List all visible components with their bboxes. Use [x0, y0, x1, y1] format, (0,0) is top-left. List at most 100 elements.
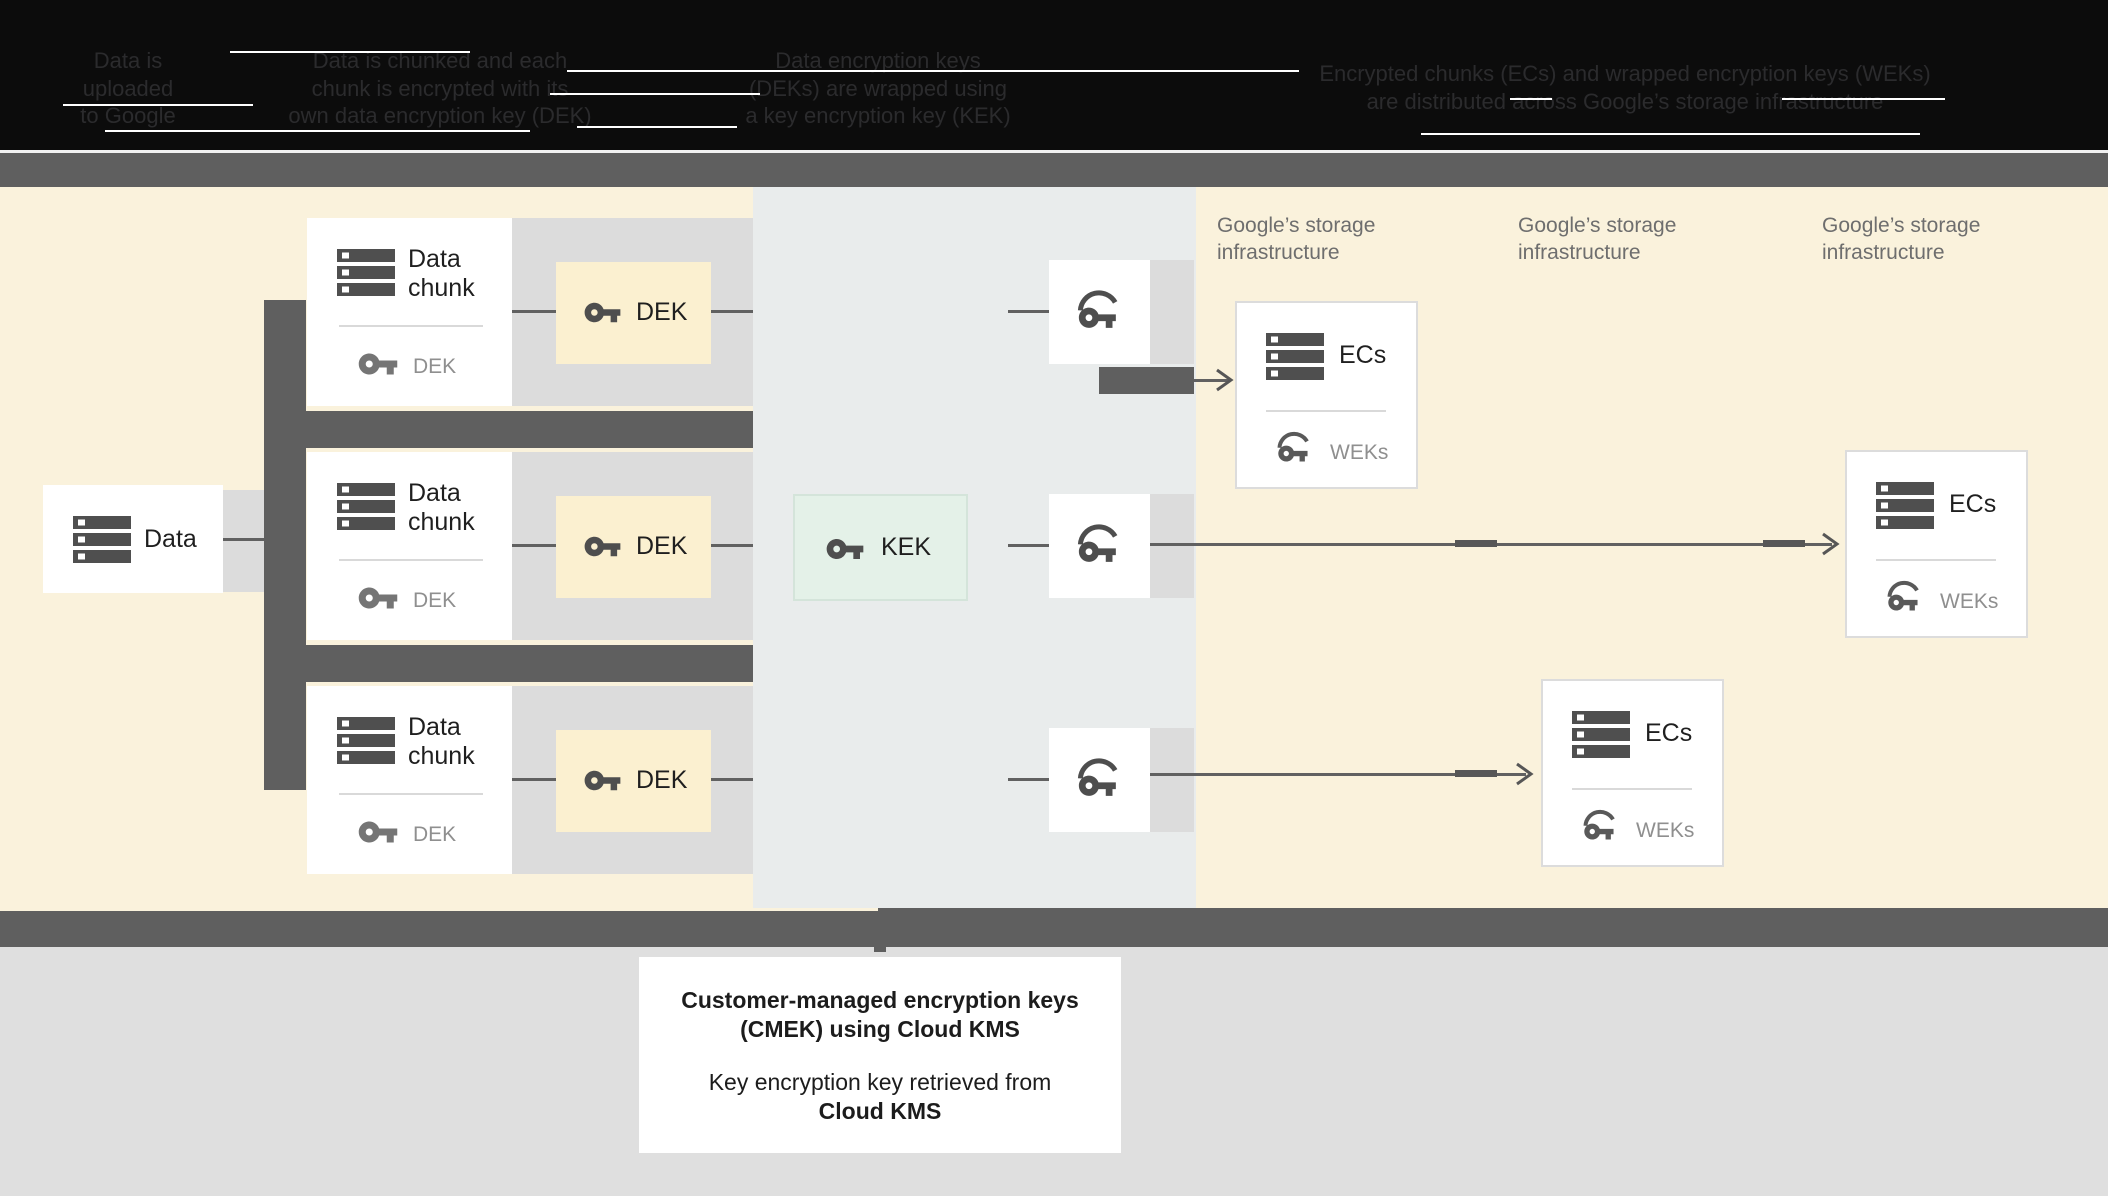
connector-line — [512, 310, 556, 313]
top-gray-band — [0, 153, 2108, 187]
chunk-flow-bar — [264, 645, 753, 682]
dek-box: DEK — [556, 262, 711, 364]
wrapped-key-box — [1049, 494, 1150, 598]
wrapped-key-strip — [1150, 260, 1194, 364]
arrow-dash — [1455, 770, 1497, 777]
ecs-title: ECs — [1949, 490, 1997, 518]
data-chunk-box: Data chunk DEK — [307, 218, 512, 406]
dek-small-label: DEK — [413, 823, 457, 846]
dek-small-label: DEK — [413, 355, 457, 378]
ecs-title: ECs — [1339, 341, 1387, 369]
ec-divider — [1266, 410, 1386, 412]
connector-line — [1008, 310, 1049, 313]
storage-stack-icon — [1266, 332, 1324, 381]
wrapped-key-icon — [1581, 808, 1621, 846]
kms-band — [0, 908, 2108, 947]
arrow-head-icon — [1822, 532, 1840, 556]
chunk-divider — [339, 793, 483, 795]
data-chunk-box: Data chunk DEK — [307, 686, 512, 874]
thick-flow-bar — [1099, 367, 1194, 394]
kek-caption-text: Key encryption key retrieved from — [708, 1069, 1052, 1095]
connector-line — [711, 544, 753, 547]
header-step-4: Encrypted chunks (ECs) and wrapped encry… — [1319, 61, 1931, 114]
underline-artifact — [577, 126, 737, 128]
kek-box: KEK — [793, 494, 968, 601]
storage-stack-icon — [337, 248, 395, 297]
weks-label: WEKs — [1330, 441, 1389, 464]
ec-box: ECs WEKs — [1541, 679, 1724, 867]
key-icon — [357, 586, 399, 610]
arrow-line — [1150, 773, 1526, 776]
header-step-3: Data encryption keys (DEKs) are wrapped … — [745, 48, 1011, 128]
dek-small-label: DEK — [413, 589, 457, 612]
key-icon — [825, 537, 865, 561]
underline-artifact — [1421, 133, 1920, 135]
ecs-title: ECs — [1645, 719, 1693, 747]
weks-label: WEKs — [1940, 590, 1999, 613]
trunk-bar — [264, 300, 306, 790]
ec-box: ECs WEKs — [1235, 301, 1418, 489]
data-box: Data — [43, 485, 223, 593]
storage-stack-icon — [1572, 710, 1630, 759]
storage-stack-icon — [337, 716, 395, 765]
dek-label: DEK — [636, 532, 688, 560]
connector-line — [711, 310, 753, 313]
underline-artifact — [567, 70, 1299, 72]
storage-infrastructure-label: Google’s storage infrastructure — [1518, 214, 1677, 264]
storage-stack-icon — [73, 516, 131, 563]
underline-artifact — [550, 93, 760, 95]
arrow-head-icon — [1516, 762, 1534, 786]
header-divider — [0, 150, 2108, 153]
wrapped-key-icon — [1075, 288, 1125, 336]
connector-line — [711, 778, 753, 781]
storage-infrastructure-label: Google’s storage infrastructure — [1822, 214, 1981, 264]
arrow-dash — [1455, 540, 1497, 547]
key-icon — [357, 820, 399, 844]
key-icon — [357, 352, 399, 376]
data-connector-line — [223, 538, 264, 541]
wrapped-key-box — [1049, 260, 1150, 364]
kek-caption: Key encryption key retrieved from Cloud … — [639, 1068, 1121, 1126]
dek-box: DEK — [556, 730, 711, 832]
data-connector-strip — [223, 490, 264, 592]
wrapped-key-icon — [1075, 756, 1125, 804]
connector-line — [1008, 778, 1049, 781]
header-band — [0, 0, 2108, 152]
connector-line — [1008, 544, 1049, 547]
data-chunk-title: Data chunk — [408, 245, 475, 302]
header-step-1: Data is uploaded to Google — [80, 48, 176, 128]
wrapped-key-strip — [1150, 494, 1194, 598]
caption-box: Customer-managed encryption keys (CMEK) … — [639, 957, 1121, 1153]
wrapped-key-strip — [1150, 728, 1194, 832]
wrapped-key-icon — [1075, 522, 1125, 570]
arrow-head-icon — [1216, 368, 1234, 392]
ec-divider — [1572, 788, 1692, 790]
header-step-2: Data is chunked and each chunk is encryp… — [288, 48, 592, 128]
ec-divider — [1876, 559, 1996, 561]
weks-label: WEKs — [1636, 819, 1695, 842]
chunk-divider — [339, 325, 483, 327]
key-icon — [583, 301, 622, 324]
data-chunk-box: Data chunk DEK — [307, 452, 512, 640]
underline-artifact — [63, 104, 253, 106]
data-chunk-title: Data chunk — [408, 479, 475, 536]
cmek-caption: Customer-managed encryption keys (CMEK) … — [681, 987, 1079, 1042]
underline-artifact — [105, 130, 530, 132]
storage-stack-icon — [1876, 481, 1934, 530]
chunk-flow-bar — [264, 411, 753, 448]
underline-artifact — [1510, 98, 1552, 100]
kek-label: KEK — [881, 533, 932, 561]
key-icon — [583, 535, 622, 558]
kek-caption-bold: Cloud KMS — [818, 1098, 942, 1124]
arrow-dash — [1763, 540, 1805, 547]
wrapped-key-icon — [1885, 579, 1925, 617]
wrapped-key-icon — [1275, 430, 1315, 468]
data-chunk-title: Data chunk — [408, 713, 475, 770]
wrapped-key-box — [1049, 728, 1150, 832]
storage-infrastructure-label: Google’s storage infrastructure — [1217, 214, 1376, 264]
arrow-line — [1194, 379, 1230, 382]
caption-notch — [874, 947, 886, 952]
dek-label: DEK — [636, 766, 688, 794]
chunk-divider — [339, 559, 483, 561]
key-icon — [583, 769, 622, 792]
